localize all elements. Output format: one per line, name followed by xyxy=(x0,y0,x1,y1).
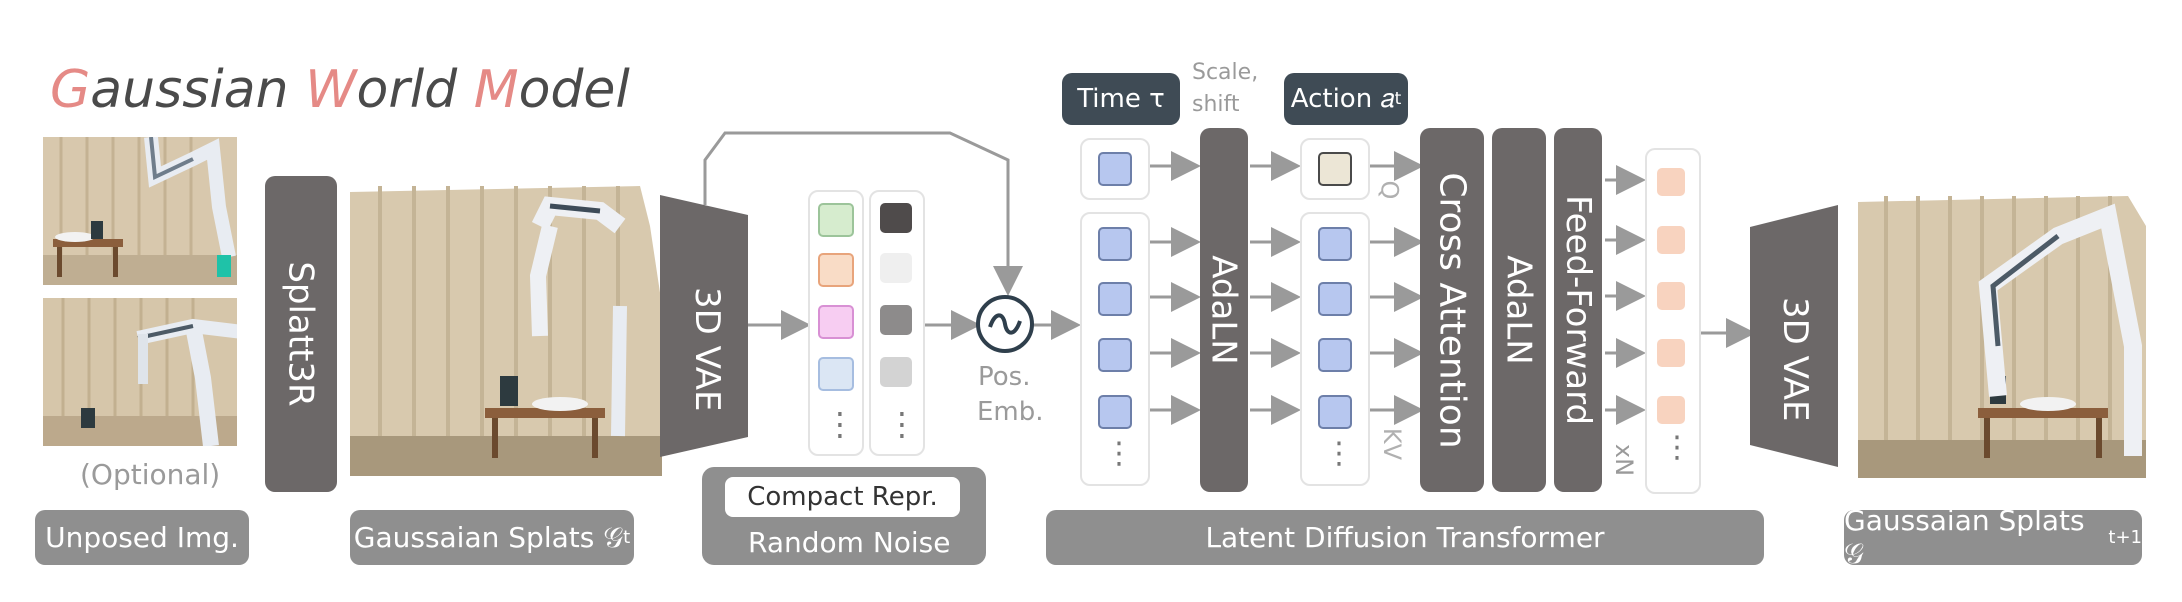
query-label: Q xyxy=(1375,180,1404,200)
latent-token-2 xyxy=(1098,282,1132,316)
modulated-token-3 xyxy=(1318,338,1352,372)
vae-decoder-label: 3D VAE xyxy=(1775,297,1815,422)
key-value-label: KV xyxy=(1378,427,1407,461)
modulated-ellipsis: ⋮ xyxy=(1324,436,1354,471)
noise-token-2 xyxy=(880,253,912,283)
scale-shift-label-1: Scale, xyxy=(1192,60,1259,85)
unposed-image-2 xyxy=(43,298,237,446)
modulated-token-2 xyxy=(1318,282,1352,316)
adaln-block-2: AdaLN xyxy=(1492,128,1546,492)
repeat-n-label: xN xyxy=(1610,443,1639,477)
modulated-token-1 xyxy=(1318,227,1352,261)
random-noise-label: Random Noise xyxy=(748,526,951,559)
latent-token-1 xyxy=(1098,227,1132,261)
feed-forward-block: Feed-Forward xyxy=(1554,128,1602,492)
repr-token-green xyxy=(818,203,854,237)
modulated-token-4 xyxy=(1318,395,1352,429)
repr-token-orange xyxy=(818,253,854,287)
time-tau-label: Time τ xyxy=(1062,73,1180,125)
noise-token-1 xyxy=(880,203,912,233)
vae-encoder-shape xyxy=(660,195,748,457)
output-token-1 xyxy=(1657,168,1685,196)
splatt3r-block: Splatt3R xyxy=(265,176,337,492)
scale-shift-label-2: shift xyxy=(1192,92,1240,117)
cross-attention-block: Cross Attention xyxy=(1420,128,1484,492)
time-token xyxy=(1098,152,1132,186)
adaln-block-1: AdaLN xyxy=(1200,128,1248,492)
noise-ellipsis: ⋮ xyxy=(886,405,918,443)
noise-token-3 xyxy=(880,305,912,335)
latent-token-4 xyxy=(1098,395,1132,429)
diagram-title: Gaussian World Model xyxy=(50,60,630,120)
positional-embedding-icon xyxy=(976,295,1034,353)
vae-decoder-shape xyxy=(1750,205,1838,467)
pos-emb-label-2: Emb. xyxy=(977,397,1044,427)
action-token xyxy=(1318,152,1352,186)
noise-token-4 xyxy=(880,357,912,387)
output-token-5 xyxy=(1657,396,1685,424)
gaussian-splats-t-image xyxy=(350,186,662,476)
output-token-2 xyxy=(1657,226,1685,254)
latent-token-3 xyxy=(1098,338,1132,372)
compact-repr-label: Compact Repr. xyxy=(725,477,960,517)
output-token-4 xyxy=(1657,339,1685,367)
unposed-img-label: Unposed Img. xyxy=(35,510,249,565)
repr-token-lightblue xyxy=(818,357,854,391)
gaussian-splats-t1-image xyxy=(1858,196,2146,478)
optional-label: (Optional) xyxy=(80,458,221,491)
unposed-image-1 xyxy=(43,137,237,285)
pos-emb-label-1: Pos. xyxy=(978,362,1031,392)
output-token-3 xyxy=(1657,282,1685,310)
repr-ellipsis: ⋮ xyxy=(824,405,856,443)
latent-ellipsis: ⋮ xyxy=(1104,436,1134,471)
output-ellipsis: ⋮ xyxy=(1662,430,1692,465)
latent-diffusion-transformer-label: Latent Diffusion Transformer xyxy=(1046,510,1764,565)
repr-token-pink xyxy=(818,305,854,339)
output-token-column xyxy=(1645,148,1701,494)
